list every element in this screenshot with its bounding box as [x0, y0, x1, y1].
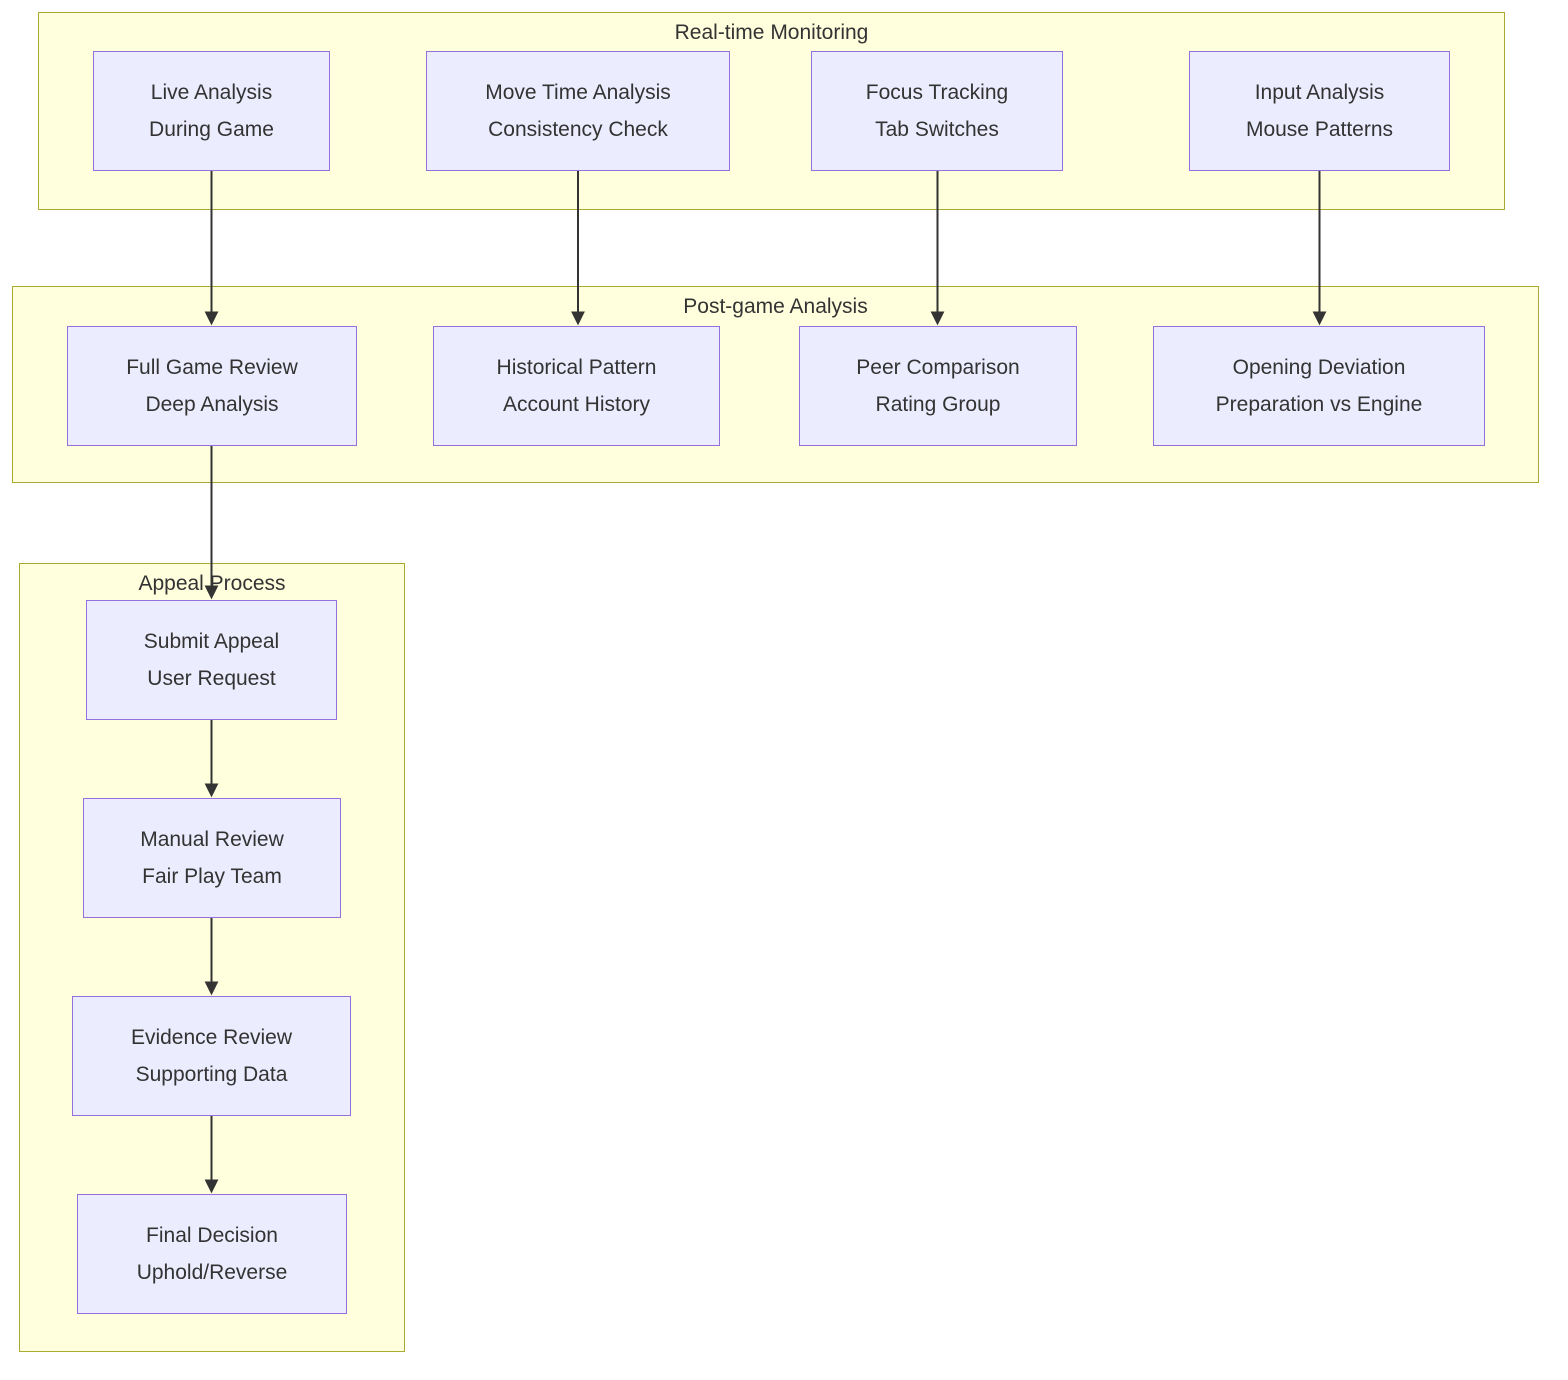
node-full-game-review-line2: Deep Analysis — [145, 393, 279, 416]
node-opening-deviation: Opening Deviation Preparation vs Engine — [1153, 326, 1485, 446]
node-peer-comparison-line2: Rating Group — [875, 393, 1001, 416]
node-peer-comparison-line1: Peer Comparison — [856, 356, 1020, 379]
node-move-time-analysis: Move Time Analysis Consistency Check — [426, 51, 730, 171]
node-evidence-review-line2: Supporting Data — [135, 1063, 288, 1086]
node-manual-review-line2: Fair Play Team — [142, 865, 282, 888]
cluster-title-post-game-analysis: Post-game Analysis — [683, 295, 868, 318]
node-evidence-review-line1: Evidence Review — [130, 1026, 293, 1049]
node-peer-comparison: Peer Comparison Rating Group — [799, 326, 1077, 446]
node-input-analysis: Input Analysis Mouse Patterns — [1189, 51, 1450, 171]
node-focus-tracking: Focus Tracking Tab Switches — [811, 51, 1063, 171]
node-manual-review-line1: Manual Review — [140, 828, 284, 851]
node-final-decision-line1: Final Decision — [146, 1224, 278, 1247]
node-final-decision-line2: Uphold/Reverse — [136, 1261, 288, 1284]
node-submit-appeal: Submit Appeal User Request — [86, 600, 337, 720]
node-live-analysis-line1: Live Analysis — [150, 81, 273, 104]
node-final-decision: Final Decision Uphold/Reverse — [77, 1194, 347, 1314]
node-full-game-review: Full Game Review Deep Analysis — [67, 326, 357, 446]
node-input-analysis-line2: Mouse Patterns — [1245, 118, 1394, 141]
node-submit-appeal-line1: Submit Appeal — [143, 630, 280, 653]
node-live-analysis: Live Analysis During Game — [93, 51, 330, 171]
node-opening-deviation-line1: Opening Deviation — [1232, 356, 1406, 379]
cluster-title-appeal-process: Appeal Process — [138, 572, 286, 595]
node-move-time-analysis-line2: Consistency Check — [488, 118, 668, 141]
node-focus-tracking-line1: Focus Tracking — [865, 81, 1009, 104]
node-focus-tracking-line2: Tab Switches — [875, 118, 999, 141]
node-manual-review: Manual Review Fair Play Team — [83, 798, 341, 918]
cluster-title-real-time-monitoring: Real-time Monitoring — [674, 21, 869, 44]
node-historical-pattern-line1: Historical Pattern — [496, 356, 657, 379]
node-evidence-review: Evidence Review Supporting Data — [72, 996, 351, 1116]
node-opening-deviation-line2: Preparation vs Engine — [1215, 393, 1423, 416]
node-submit-appeal-line2: User Request — [147, 667, 276, 690]
node-historical-pattern: Historical Pattern Account History — [433, 326, 720, 446]
node-input-analysis-line1: Input Analysis — [1254, 81, 1385, 104]
node-full-game-review-line1: Full Game Review — [126, 356, 298, 379]
node-move-time-analysis-line1: Move Time Analysis — [485, 81, 671, 104]
node-historical-pattern-line2: Account History — [502, 393, 651, 416]
node-live-analysis-line2: During Game — [149, 118, 274, 141]
